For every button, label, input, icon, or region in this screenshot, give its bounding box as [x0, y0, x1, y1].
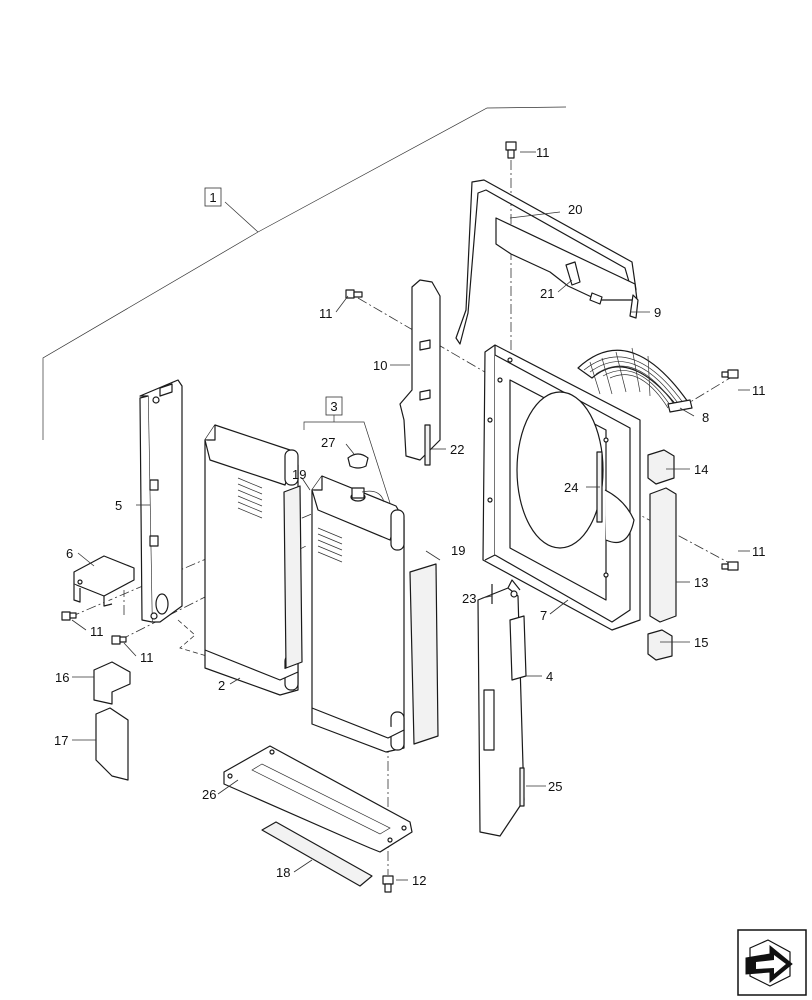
- bolt-11-bottom-left-1: [61, 611, 77, 621]
- bolt-11-bottom-left-2: [111, 635, 127, 645]
- part-18-pad: [261, 821, 373, 887]
- part-17-cover: [95, 707, 129, 781]
- part-19-seal-right: [409, 563, 439, 745]
- part-25-strip: [519, 767, 525, 807]
- callout-box-1: [204, 187, 222, 207]
- bolt-11-left: [345, 289, 363, 299]
- part-6-bracket: [73, 555, 135, 607]
- callout-15: 15: [694, 635, 708, 650]
- callout-1: 1: [209, 190, 216, 205]
- callout-17: 17: [54, 733, 68, 748]
- callout-25: 25: [548, 779, 562, 794]
- bolt-11-right-upper: [721, 369, 739, 379]
- part-4-side-plate: [477, 579, 527, 837]
- part-20-bracket: [455, 179, 639, 345]
- callout-16: 16: [55, 670, 69, 685]
- part-7-fan-shroud: [482, 344, 641, 631]
- assembly-1-bracket: [42, 106, 567, 440]
- callout-20: 20: [568, 202, 582, 217]
- callout-21: 21: [540, 286, 554, 301]
- callout-4: 4: [546, 669, 553, 684]
- part-26-base-plate: [223, 745, 413, 853]
- part-19-seal-left: [283, 485, 303, 669]
- callout-11c: 11: [752, 383, 766, 398]
- callout-7: 7: [540, 608, 547, 623]
- callout-labels: 1 3 11 20 21 9 11 10 11 8 27 22 14 19 24…: [54, 145, 766, 888]
- callout-box-3: [325, 396, 343, 416]
- callout-5: 5: [115, 498, 122, 513]
- callout-22: 22: [450, 442, 464, 457]
- part-15-foam: [647, 629, 673, 661]
- bolt-11-right-lower: [721, 561, 739, 571]
- callout-12: 12: [412, 873, 426, 888]
- radiator-grille: [237, 477, 263, 519]
- bolt-12: [382, 875, 394, 893]
- part-2-radiator: [204, 424, 299, 696]
- callout-11a: 11: [536, 145, 550, 160]
- part-3-cooler: [311, 475, 405, 753]
- part-8-fan-guard: [577, 347, 693, 413]
- callout-8: 8: [702, 410, 709, 425]
- cooler-grille: [317, 527, 343, 563]
- callout-9: 9: [654, 305, 661, 320]
- callout-26: 26: [202, 787, 216, 802]
- callout-18: 18: [276, 865, 290, 880]
- callout-14: 14: [694, 462, 708, 477]
- callout-27: 27: [321, 435, 335, 450]
- part-14-foam: [647, 449, 675, 485]
- leader-lines: [71, 151, 750, 881]
- callout-11b: 11: [319, 306, 333, 321]
- callout-10: 10: [373, 358, 387, 373]
- callout-19a: 19: [292, 467, 306, 482]
- callout-19b: 19: [451, 543, 465, 558]
- part-27-cap: [347, 453, 369, 469]
- part-10-baffle: [399, 279, 441, 466]
- callout-24: 24: [564, 480, 578, 495]
- callout-11f: 11: [140, 650, 154, 665]
- bolt-11-top: [505, 141, 517, 159]
- callout-6: 6: [66, 546, 73, 561]
- callout-11d: 11: [752, 544, 766, 559]
- callout-2: 2: [218, 678, 225, 693]
- part-16-bracket: [93, 661, 131, 705]
- callout-11e: 11: [90, 624, 104, 639]
- part-5-bracket: [139, 379, 183, 623]
- navigation-arrow-icon[interactable]: [737, 929, 807, 996]
- part-13-foam: [649, 487, 677, 623]
- callout-3: 3: [330, 399, 337, 414]
- callout-13: 13: [694, 575, 708, 590]
- callout-23: 23: [462, 591, 476, 606]
